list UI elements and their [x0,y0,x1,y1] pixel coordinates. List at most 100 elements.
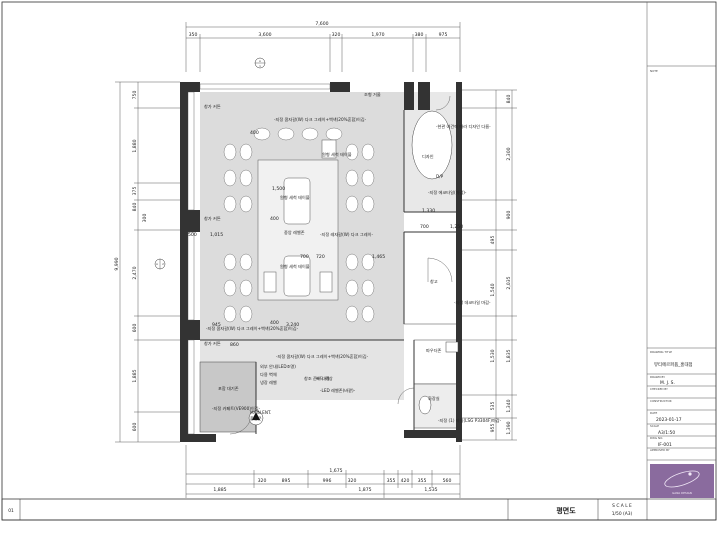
left-dimension-lines [115,81,180,443]
room-label: 다용 벽체 [260,371,277,378]
tables [263,139,337,297]
dim-inner: 700 [420,224,429,230]
room-label: -지정 콤자갈(W) 다크 그레이+백색(20%혼합)이깁- [276,353,369,360]
dim-bottom-1: 1,885 [213,487,226,493]
tb-drawn-by-label: DRAWN BY [650,375,665,379]
tb-approved-by-label: APPROVED BY [650,448,670,452]
dim-inner: 3,240 [286,322,299,328]
inner-dimensions: 400 1,500 1,015 500 1,465 720 700 3,240 … [188,130,463,348]
dim-right-10: 1,340 [506,399,512,412]
tb-checked-by-label: CHECKED BY [650,387,668,391]
dim-left-3: 375 [132,187,138,196]
room-label: 원형 세척 테이블 [280,263,310,270]
room-label: -지정 콤자갈(W) 다크 그레이+백색(20%혼합)이깁- [274,116,367,123]
toilet [418,395,432,415]
tb-project-name: 뷰티에르퍼퓸_홍대점 [654,361,693,368]
tb-dwg-no-label: DWG NO. [650,436,663,440]
dim-left-1: 750 [132,91,138,100]
dim-top-total: 7,600 [315,21,328,27]
dim-inner: 400 [270,320,279,326]
room-label: 조형 거울 [364,91,381,98]
dim-left-4: 840 [132,203,138,212]
room-label: MAIN ENT. [250,410,271,415]
bottom-dimension-values: 1,885 1,675 355 420 355 560 320 895 996 … [213,468,451,493]
room-label: 원형 세척 테이블 [280,194,310,201]
sink [445,341,459,353]
tb-date-label: DATE [650,411,658,415]
room-label: D/P [436,174,444,179]
windows [187,83,331,435]
dim-left-total: 9,990 [114,257,120,270]
dim-inner: 400 [250,130,259,136]
interior-walls [200,110,462,434]
tb-drawing-title-label: DRAWING TITLE [650,350,672,354]
right-dimension-lines [462,89,517,441]
footer-page-number: 01 [8,508,14,514]
dim-top-5: 380 [415,32,424,38]
section-marker-left: A 2 [154,258,166,270]
dim-inner: 945 [212,322,221,328]
dim-inner: 400 [270,216,279,222]
marker-left-number: 2 [162,262,164,266]
room-label: 창조 준비 내장 [304,375,330,382]
dim-right-9: 535 [490,402,496,411]
logo-text: GANA DESIGN [672,491,692,495]
room-label: 외부 안내(LED조명) [260,363,296,370]
tb-note-label: NOTE [650,69,658,73]
room-label: 출입문 [250,415,262,422]
room-label: 화장실 [428,395,440,402]
dim-top-1: 350 [189,32,198,38]
footer: 01 평면도 S C A L E 1/50 (A3) [8,499,648,520]
dim-bottom-4: 420 [401,478,410,484]
main-entrance-arrow-icon [248,410,264,426]
dim-inner: 1,500 [272,186,285,192]
dim-left-2: 1,880 [132,139,138,152]
room-label: 창가 커튼 [204,215,221,222]
room-label: -LED 레벨존(바깥)- [320,387,356,394]
title-block: NOTE DRAWING TITLE 뷰티에르퍼퓸_홍대점 DRAWN BY M… [647,65,716,498]
storage-room [403,231,461,325]
display-oval [411,110,453,180]
exterior-walls [180,82,462,442]
dim-right-12: 1,390 [506,421,512,434]
dim-right-6: 1,540 [490,283,496,296]
marker-top-number: 1 [259,64,261,68]
dim-right-2: 2,300 [506,147,512,160]
room-label: -지정 에코타일(마감)- [428,189,467,196]
dim-left-9: 600 [132,423,138,432]
footer-scale-value: 1/50 (A3) [612,511,633,517]
dim-bottom-9: 996 [323,478,332,484]
dim-right-1: 840 [506,95,512,104]
dim-inner: 1,250 [450,224,463,230]
tb-dwg-no: IF-001 [658,442,672,448]
dim-bottom-3: 355 [387,478,396,484]
tb-scale: A3/1:50 [658,430,675,436]
footer-strip [1,498,717,521]
left-dimension-values: 9,990 750 1,880 375 840 300 2,470 600 1,… [114,91,148,432]
waiting-zone [199,361,257,433]
dim-left-8: 1,885 [132,369,138,382]
footer-scale-label: S C A L E [612,503,632,509]
dim-bottom-12: 1,535 [424,487,437,493]
top-dimension-lines [185,22,461,72]
dim-bottom-6: 560 [443,478,452,484]
bottom-dimension-lines [185,445,461,498]
room-label: 바닥 색상 [316,375,333,382]
room-label: 파우더존 [426,347,442,354]
room-label: -지정 데코타일 마감- [454,299,491,306]
dim-left-6: 2,470 [132,266,138,279]
dim-right-8: 1,530 [490,349,496,362]
room-label: 창가 커튼 [204,340,221,347]
dim-top-3: 320 [332,32,341,38]
section-marker-top: A 1 [254,57,266,69]
chairs [223,127,375,323]
room-label: -지정 콤자갈(W) 다크 그레이+백색(20%혼합)이깁- [206,325,299,332]
dim-inner: 720 [316,254,325,260]
dim-top-4: 1,970 [371,32,384,38]
dim-top-2: 3,600 [258,32,271,38]
room-label: 창가 커튼 [204,103,221,110]
tb-drawn-by: M. J. S. [660,380,675,386]
dim-inner: 500 [188,232,197,238]
room-label: 포함 대기존 [218,385,239,392]
